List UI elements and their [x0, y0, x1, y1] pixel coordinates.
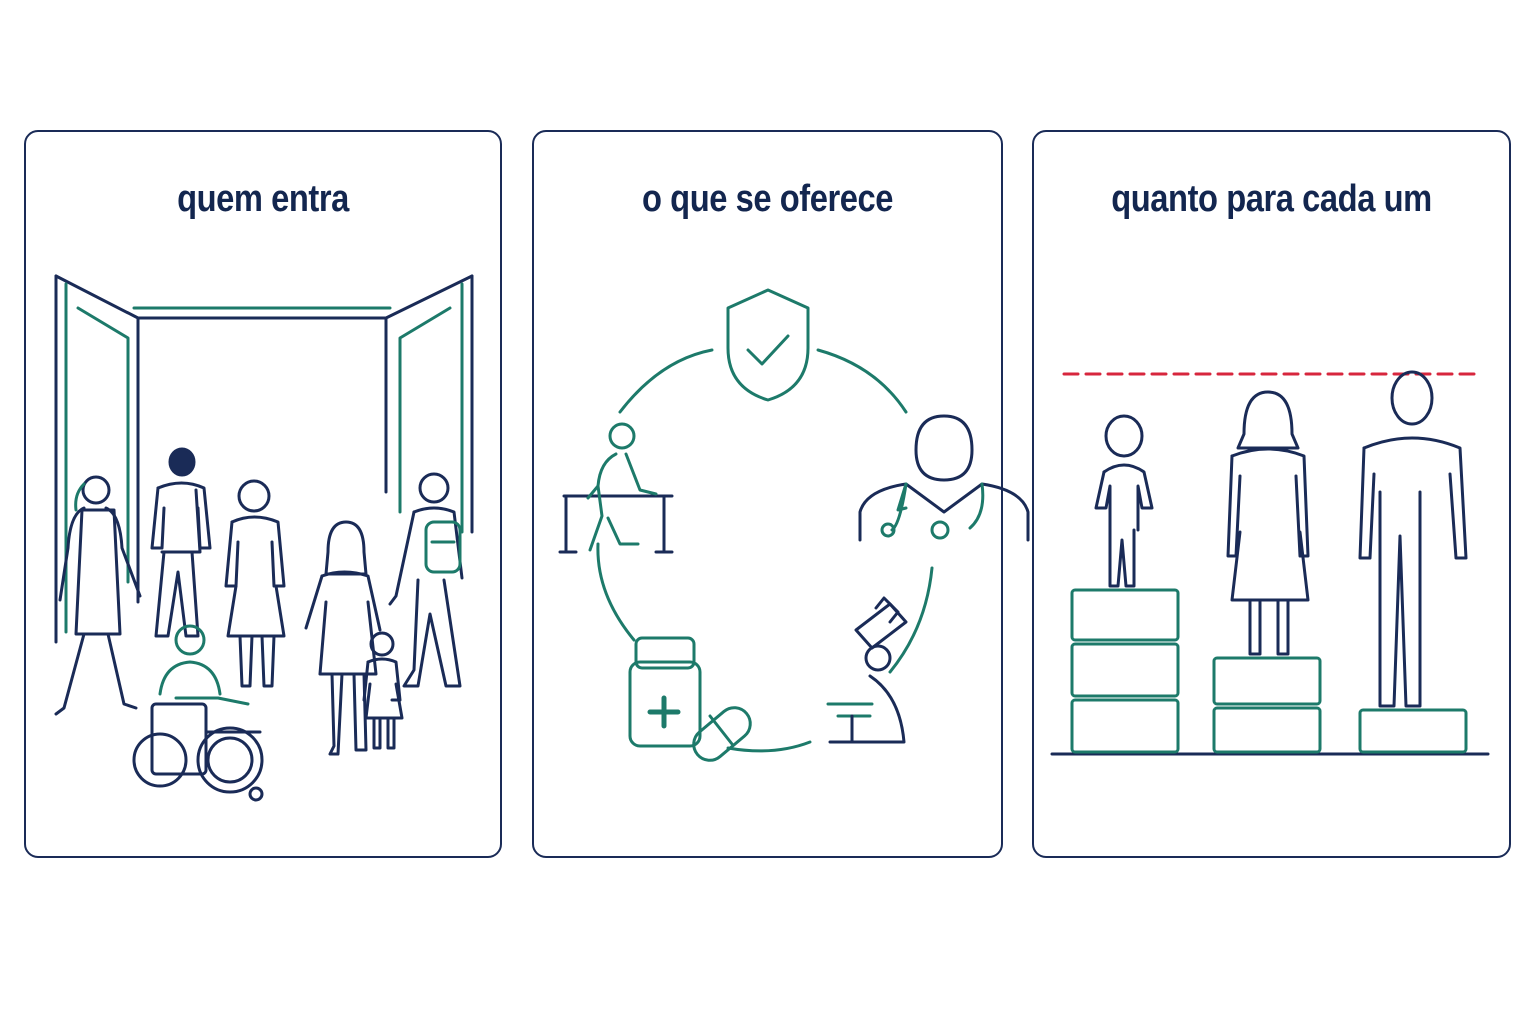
entrance-illustration	[54, 274, 474, 802]
medication-icon	[628, 636, 752, 762]
long-hair-woman-figure	[304, 520, 382, 756]
panel-title: o que se oferece	[641, 178, 894, 220]
microscope-icon	[826, 596, 908, 744]
left-door	[54, 274, 140, 644]
panel-title: quanto para cada um	[1111, 178, 1432, 220]
doorway-frame	[132, 306, 392, 604]
man-standing-figure	[1358, 370, 1468, 708]
box-stack-one	[1358, 708, 1468, 754]
wheelchair-user-figure	[132, 624, 264, 802]
older-woman-figure	[224, 479, 286, 688]
panel-quem-entra: quem entra	[24, 130, 502, 858]
shield-check-icon	[726, 288, 810, 402]
panel-title: quem entra	[177, 178, 349, 220]
box-stack-three	[1070, 588, 1180, 754]
doctor-icon	[858, 414, 1030, 542]
woman-standing-figure	[1226, 390, 1310, 656]
rehab-walking-icon	[558, 422, 674, 554]
child-figure	[362, 631, 404, 750]
panel-o-que-se-oferece: o que se oferece	[532, 130, 1030, 858]
woman-walking-figure	[54, 475, 142, 716]
man-back-figure	[150, 447, 212, 638]
equity-boxes-illustration	[1050, 370, 1490, 756]
panel-quanto-para-cada-um: quanto para cada um	[1032, 130, 1511, 858]
cycle-arcs	[596, 348, 934, 753]
child-standing-figure	[1094, 414, 1154, 588]
man-with-backpack-figure	[388, 472, 464, 688]
box-stack-two	[1212, 656, 1322, 754]
services-cycle-illustration	[558, 288, 1030, 762]
right-door	[384, 274, 474, 534]
